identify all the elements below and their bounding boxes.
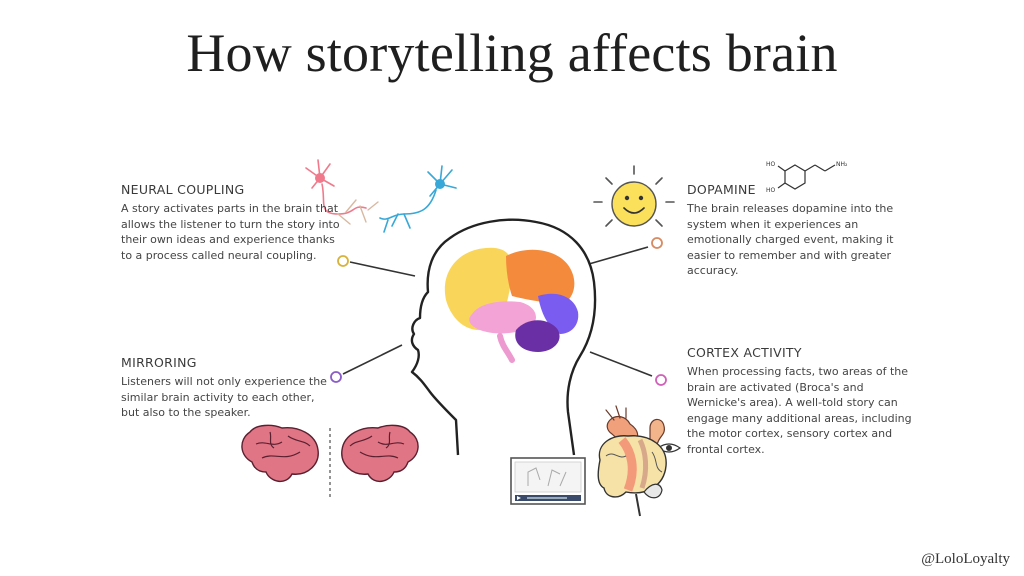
smiley-sun-icon bbox=[593, 165, 675, 227]
cortex-brain-icon bbox=[597, 435, 667, 517]
dopamine-text: The brain releases dopamine into the sys… bbox=[687, 202, 894, 277]
dopamine-heading: DOPAMINE bbox=[687, 182, 756, 197]
cortex-activity-heading: CORTEX ACTIVITY bbox=[687, 345, 802, 360]
brain-lobes bbox=[444, 247, 579, 363]
cortex-activity-section: CORTEX ACTIVITY When processing facts, t… bbox=[687, 345, 919, 457]
molecule-label-ho-1: HO bbox=[766, 161, 776, 168]
molecule-label-nh2: NH₂ bbox=[836, 161, 848, 168]
neural-coupling-heading: NEURAL COUPLING bbox=[121, 182, 245, 197]
neural-coupling-section: NEURAL COUPLING A story activates parts … bbox=[121, 182, 349, 263]
video-screen-icon bbox=[510, 457, 586, 505]
page-title: How storytelling affects brain bbox=[186, 23, 838, 83]
author-credit: @LoloLoyalty bbox=[921, 551, 1010, 567]
mirroring-heading: MIRRORING bbox=[121, 355, 197, 370]
neuron-illustration bbox=[305, 159, 457, 233]
mirroring-section: MIRRORING Listeners will not only experi… bbox=[121, 355, 331, 421]
cortex-activity-text: When processing facts, two areas of the … bbox=[687, 365, 912, 456]
connector-lines bbox=[330, 237, 667, 386]
dopamine-section: DOPAMINE The brain releases dopamine int… bbox=[687, 182, 919, 279]
mirroring-text: Listeners will not only experience the s… bbox=[121, 375, 327, 419]
dopamine-molecule-icon bbox=[777, 164, 836, 190]
neural-coupling-text: A story activates parts in the brain tha… bbox=[121, 202, 340, 262]
mirror-brain-left-icon bbox=[241, 424, 319, 482]
mirror-brain-right-icon bbox=[341, 424, 419, 482]
molecule-label-ho-2: HO bbox=[766, 187, 776, 194]
